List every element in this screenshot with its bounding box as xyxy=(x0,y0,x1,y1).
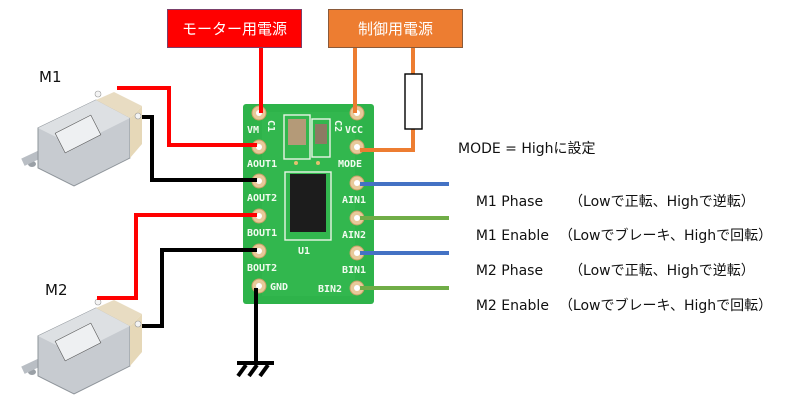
capacitor-c1 xyxy=(288,119,306,145)
control-power-supply-box: 制御用電源 xyxy=(328,9,463,48)
signal-label-m2-enable: M2 Enable （Lowでブレーキ、Highで回転） xyxy=(458,279,772,331)
pin-label-bin2: BIN2 xyxy=(318,284,342,295)
c1-outline xyxy=(283,114,311,160)
signal-name: M1 Enable xyxy=(475,228,549,244)
motor-driver-board: U1 C1 C2 VM AOUT1 AOUT2 BOUT1 BOUT2 GND xyxy=(243,104,374,304)
silk-c2: C2 xyxy=(332,120,343,132)
signal-label-m1-enable: M1 Enable （Lowでブレーキ、Highで回転） xyxy=(458,209,772,261)
driver-ic xyxy=(290,174,326,232)
control-power-label: 制御用電源 xyxy=(357,20,433,38)
pin-label-bin1: BIN1 xyxy=(342,265,366,276)
left-pins: VM AOUT1 AOUT2 BOUT1 BOUT2 GND xyxy=(247,105,288,294)
mode-note: MODE = Highに設定 xyxy=(458,141,596,157)
ground-symbol-icon xyxy=(236,361,274,378)
pullup-resistor xyxy=(404,73,423,130)
pin-label-bout2: BOUT2 xyxy=(247,263,277,274)
pin-label-mode: MODE xyxy=(338,159,362,170)
signal-desc: （Lowでブレーキ、Highで回転） xyxy=(558,298,773,314)
wire-mode-pullup xyxy=(360,129,415,152)
motor-label-m2: M2 xyxy=(45,281,68,299)
silk-u1: U1 xyxy=(298,246,310,257)
pin-label-bout1: BOUT1 xyxy=(247,228,277,239)
pin-label-vm: VM xyxy=(247,125,259,136)
capacitor-c2 xyxy=(315,124,327,144)
signal-desc: （Lowでブレーキ、Highで回転） xyxy=(558,228,773,244)
pin-label-aout2: AOUT2 xyxy=(247,193,277,204)
signal-label-m1-phase: M1 Phase （Lowで正転、Highで逆転） xyxy=(458,175,755,227)
pin-label-gnd: GND xyxy=(270,282,288,293)
signal-desc: （Lowで正転、Highで逆転） xyxy=(569,263,755,279)
pin-label-aout1: AOUT1 xyxy=(247,159,277,170)
signal-desc: （Lowで正転、Highで逆転） xyxy=(569,194,755,210)
signal-name: M1 Phase xyxy=(475,194,544,210)
motor-m1 xyxy=(21,90,142,187)
motor-power-label: モーター用電源 xyxy=(181,20,287,38)
motor-power-supply-box: モーター用電源 xyxy=(167,9,302,48)
wire-m1-red xyxy=(117,86,257,147)
wire-m2-red xyxy=(97,213,257,300)
wire-m1-black xyxy=(142,115,257,182)
wire-m2-black xyxy=(142,248,257,328)
motor-m2 xyxy=(21,298,142,395)
pin-label-vcc: VCC xyxy=(345,125,363,136)
silk-c1: C1 xyxy=(265,120,276,132)
motor-label-m1: M1 xyxy=(39,68,62,86)
signal-name: M2 Phase xyxy=(475,263,544,279)
signal-label-m2-phase: M2 Phase （Lowで正転、Highで逆転） xyxy=(458,244,755,296)
pin-label-ain2: AIN2 xyxy=(342,230,366,241)
signal-name: M2 Enable xyxy=(475,298,549,314)
pin-label-ain1: AIN1 xyxy=(342,195,366,206)
